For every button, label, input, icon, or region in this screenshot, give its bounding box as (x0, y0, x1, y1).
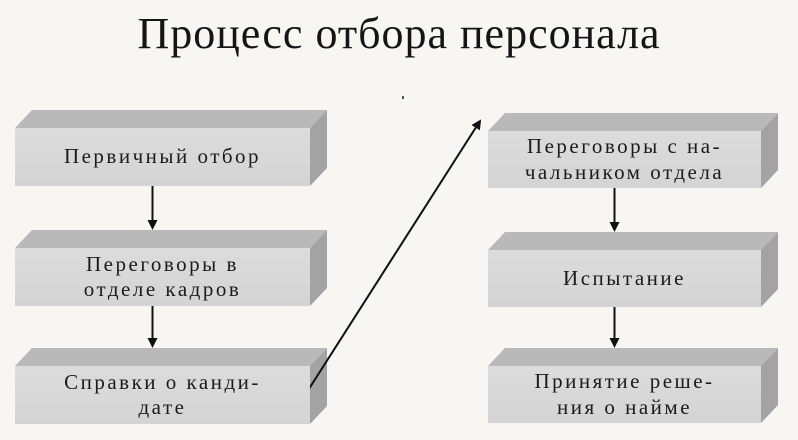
scan-speck (402, 96, 404, 99)
diagram-title: Процесс отбора персонала (137, 9, 661, 58)
box-hr-interview: Переговоры в отделе кадров (15, 248, 310, 306)
box-side-face (310, 230, 327, 306)
box-candidate-references: Справки о канди- дате (15, 366, 310, 424)
box-hiring-decision-line-1: Принятие реше- (534, 369, 715, 394)
box-top-face (15, 348, 327, 366)
box-hiring-decision-line-2: ния о найме (556, 394, 693, 419)
box-hr-interview-line-1: Переговоры в (86, 251, 239, 276)
box-first-selection: Первичный отбор (15, 128, 310, 186)
flow-arrow (297, 119, 482, 407)
box-top-face (488, 113, 778, 131)
box-manager-interview: Переговоры с на- чальником отдела (488, 131, 761, 188)
box-manager-interview-line-2: чальником отдела (524, 159, 725, 184)
box-hiring-decision: Принятие реше- ния о найме (488, 366, 761, 423)
box-first-selection-line-1: Первичный отбор (63, 144, 262, 169)
box-trial: Испытание (488, 250, 761, 307)
box-hr-interview-line-2: отделе кадров (83, 277, 242, 301)
box-manager-interview-line-1: Переговоры с на- (526, 134, 723, 159)
box-top-face (15, 110, 327, 128)
box-side-face (310, 110, 327, 186)
box-top-face (488, 232, 778, 250)
box-side-face (761, 348, 778, 423)
box-candidate-references-line-2: дате (138, 395, 187, 419)
box-side-face (761, 113, 778, 188)
box-candidate-references-line-1: Справки о канди- (64, 369, 261, 394)
box-top-face (488, 348, 778, 366)
box-side-face (761, 232, 778, 307)
box-top-face (15, 230, 327, 248)
box-trial-line-1: Испытание (563, 265, 686, 290)
